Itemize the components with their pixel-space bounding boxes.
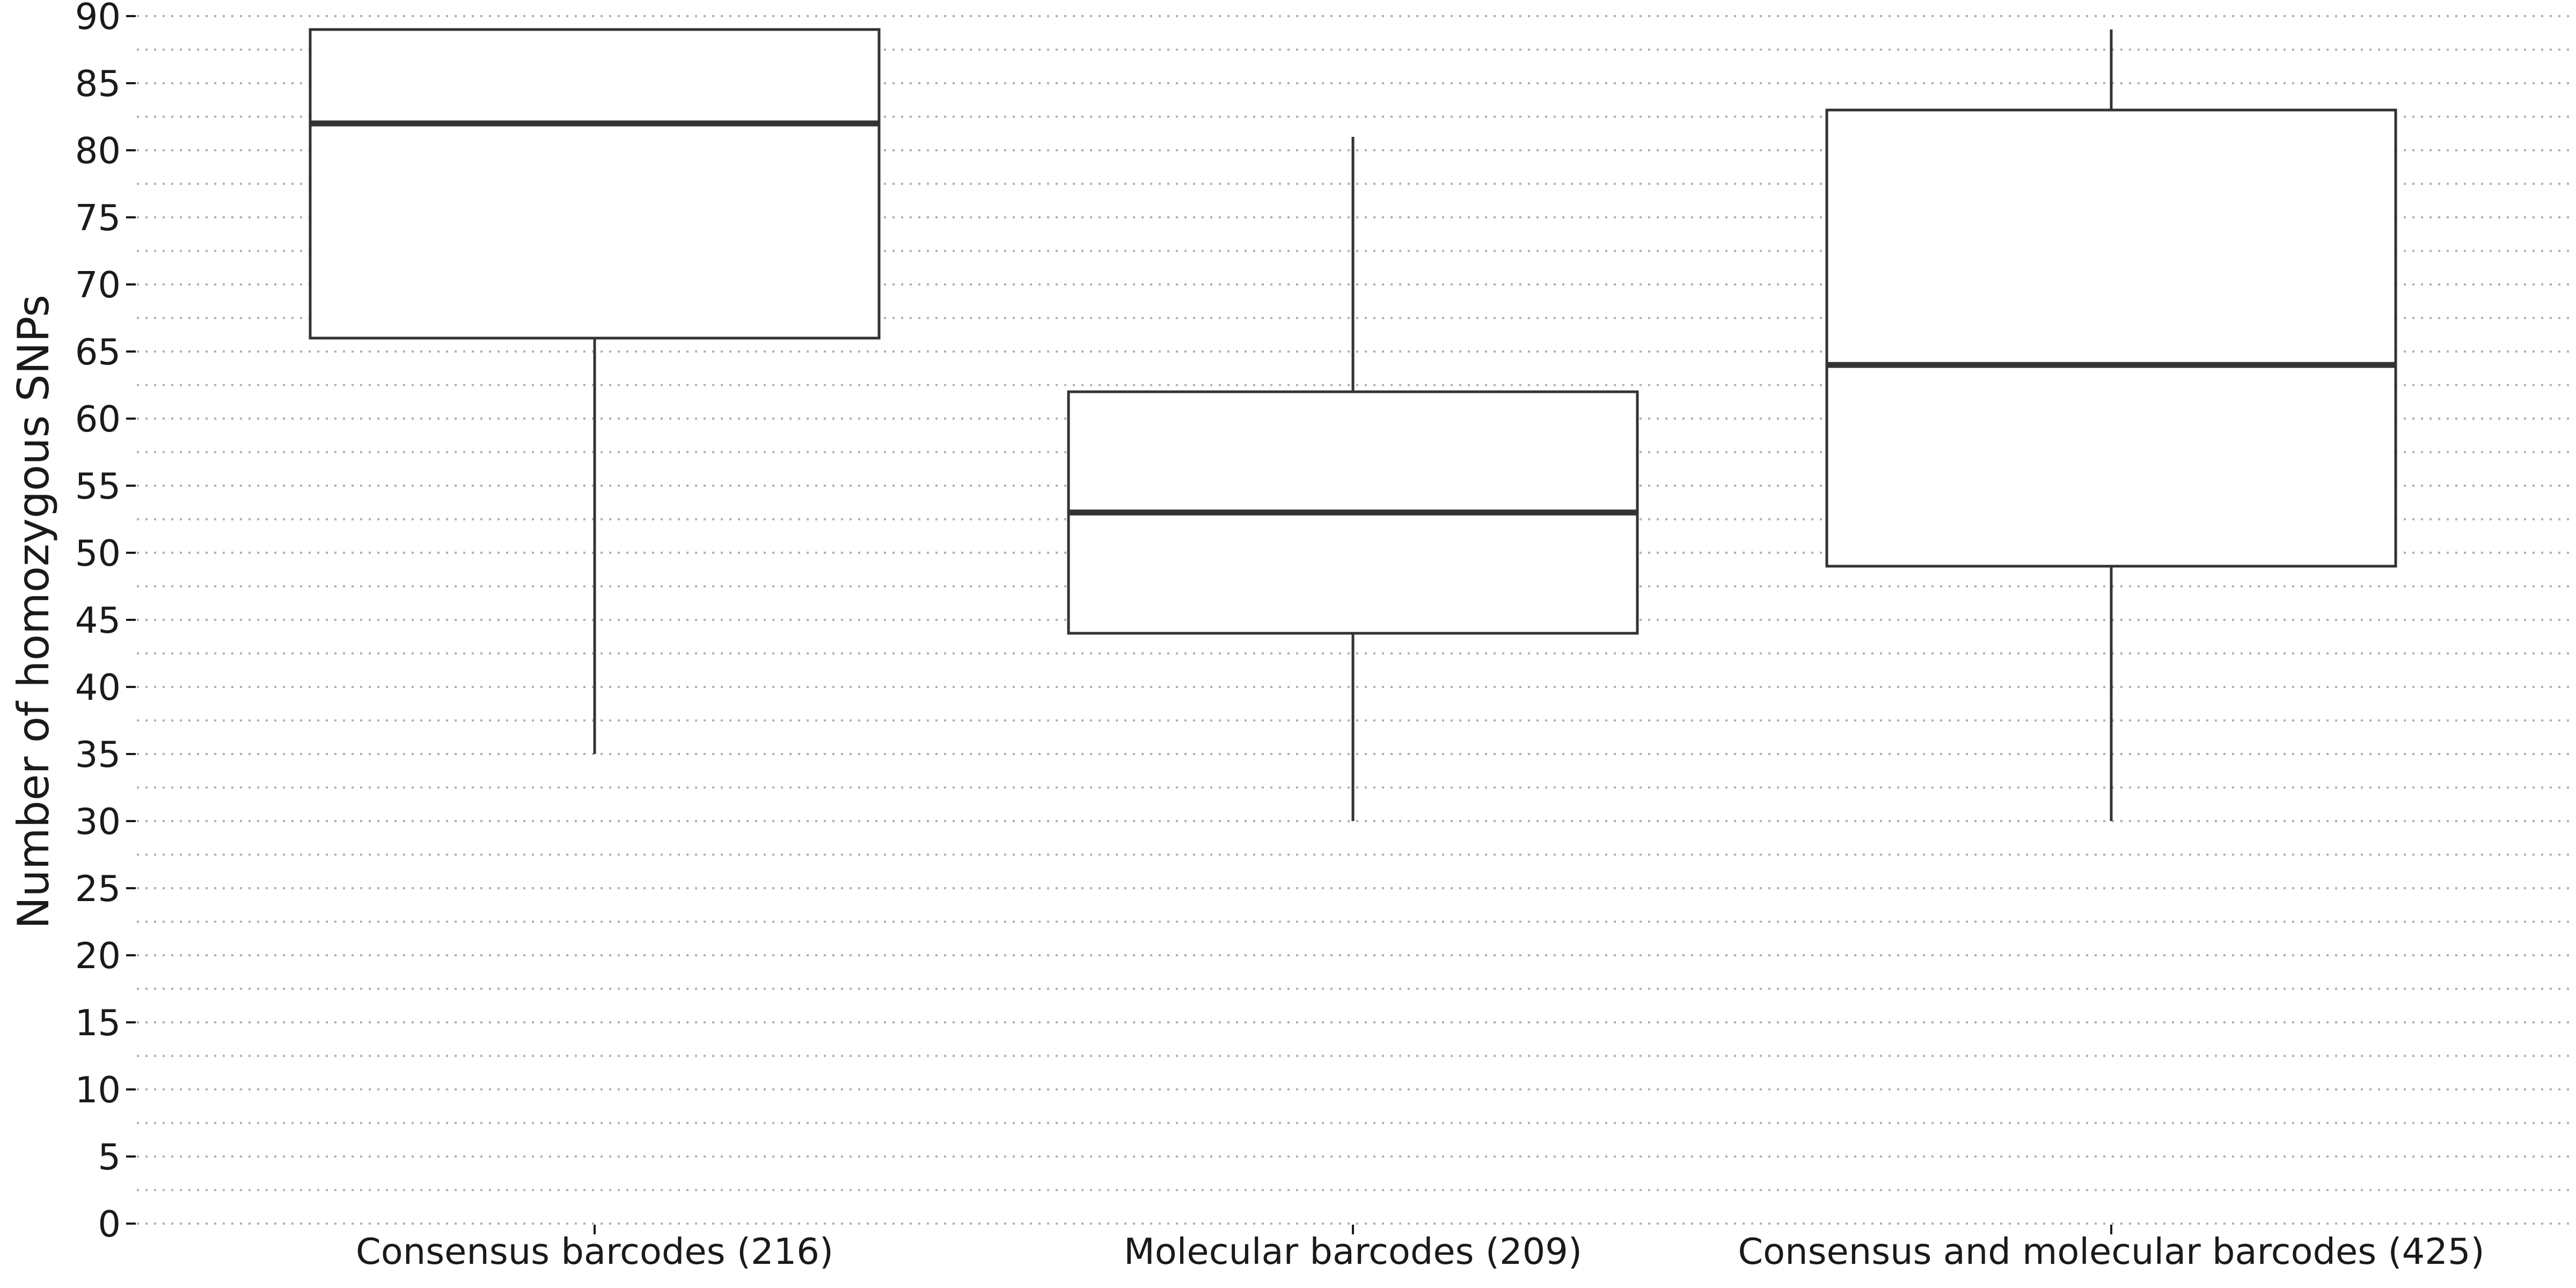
- y-tick-label: 0: [98, 1203, 121, 1245]
- y-tick-label: 30: [75, 801, 121, 843]
- y-tick-label: 40: [75, 667, 121, 708]
- y-tick-label: 45: [75, 599, 121, 641]
- box-group: [1825, 30, 2397, 821]
- x-tick-label: Consensus and molecular barcodes (425): [1738, 1231, 2484, 1272]
- x-tick-label: Consensus barcodes (216): [356, 1231, 833, 1272]
- y-tick-label: 75: [75, 197, 121, 239]
- y-tick-label: 20: [75, 935, 121, 977]
- y-tick-label: 80: [75, 130, 121, 172]
- boxes: [309, 28, 2397, 821]
- y-tick-label: 10: [75, 1069, 121, 1111]
- y-tick-label: 15: [75, 1002, 121, 1044]
- y-tick-label: 55: [75, 465, 121, 507]
- x-axis-tick-labels: Consensus barcodes (216) Molecular barcod…: [356, 1225, 2485, 1272]
- y-tick-label: 35: [75, 734, 121, 775]
- y-tick-label: 85: [75, 63, 121, 105]
- y-tick-label: 60: [75, 398, 121, 440]
- box-group: [309, 28, 881, 754]
- y-tick-label: 90: [75, 0, 121, 38]
- y-tick-label: 50: [75, 532, 121, 574]
- y-tick-label: 65: [75, 331, 121, 373]
- box-group: [1067, 137, 1639, 821]
- y-tick-label: 70: [75, 264, 121, 306]
- y-tick-label: 5: [98, 1136, 121, 1178]
- y-axis-title: Number of homozygous SNPs: [9, 295, 58, 929]
- iqr-box: [1825, 108, 2397, 568]
- x-tick-label: Molecular barcodes (209): [1124, 1231, 1582, 1272]
- iqr-box: [309, 28, 881, 340]
- y-tick-label: 25: [75, 868, 121, 910]
- y-axis-ticks: 0 5 10 15 20 25 30 35 40 45 50 55 60 65 70 75 80 85 90: [75, 0, 136, 1245]
